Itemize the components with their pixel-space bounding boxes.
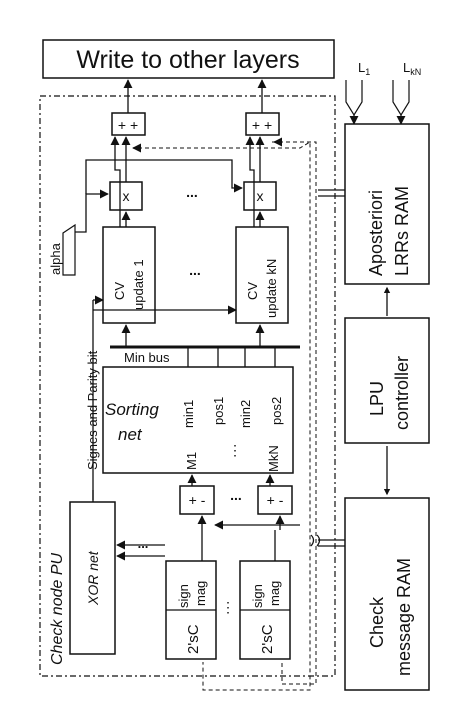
aposteriori-ram-box	[344, 123, 430, 285]
xor-net-box	[69, 501, 116, 655]
cv-update-kn-label: update kN	[264, 259, 279, 318]
subtractor-ellipsis: ...	[230, 487, 242, 503]
lpu-line-2: controller	[392, 356, 412, 430]
sorting-net-box	[102, 366, 294, 474]
multiplier-kn-label: x	[257, 188, 264, 204]
twos-kn-mag: mag	[267, 581, 282, 606]
sorting-ellipsis: ⋮	[228, 442, 242, 458]
check-node-pu-boundary	[39, 95, 336, 677]
l1-input: L1	[345, 60, 370, 125]
twos-ellipsis: ⋮	[221, 599, 235, 615]
adder-1-label: + +	[118, 117, 138, 133]
check-line-2: message RAM	[394, 558, 414, 676]
cv-update-kn-box	[235, 226, 289, 324]
sorting-mkn: MkN	[266, 445, 281, 472]
twos-kn-label: 2'sC	[259, 624, 276, 654]
xor-net-label: XOR net	[85, 550, 101, 606]
sorting-net-title-1: Sorting	[105, 400, 159, 419]
sorting-pos2: pos2	[269, 397, 284, 425]
lpu-line-1: LPU	[367, 381, 387, 416]
write-to-other-layers-box	[42, 39, 335, 79]
twos-1-sign: sign	[176, 584, 191, 608]
l1-label: L1	[358, 60, 370, 77]
twos-1-label: 2'sC	[185, 624, 202, 654]
sorting-min1: min1	[181, 400, 196, 428]
alpha-input: alpha	[48, 159, 243, 276]
sorting-net-title-2: net	[118, 425, 143, 444]
check-message-ram-box	[344, 497, 430, 691]
twos-kn-sign: sign	[250, 584, 265, 608]
cv-update-1-label: update 1	[131, 259, 146, 310]
sorting-m1: M1	[184, 452, 199, 470]
min-bus-label: Min bus	[124, 350, 170, 365]
multiplier-kn	[243, 181, 277, 211]
return-path-a	[138, 141, 311, 691]
check-line-1: Check	[367, 596, 387, 648]
aposteriori-line-1: Aposteriori	[366, 190, 386, 276]
multiplier-1	[109, 181, 143, 211]
sorting-pos1: pos1	[211, 397, 226, 425]
sorting-min2: min2	[238, 400, 253, 428]
subtractor-1-label: + -	[189, 492, 206, 508]
lkn-label: LkN	[403, 60, 421, 77]
write-to-other-layers-label: Write to other layers	[76, 46, 299, 74]
subtractor-kn	[257, 485, 293, 515]
subtractor-1	[179, 485, 215, 515]
xor-ellipsis: ...	[138, 536, 149, 551]
cv-ellipsis: ...	[189, 262, 201, 278]
return-path-b	[272, 141, 317, 685]
twos-1-mag: mag	[193, 581, 208, 606]
alpha-label: alpha	[48, 242, 63, 275]
cv-update-kn-cv: CV	[245, 282, 260, 300]
subtractor-kn-label: + -	[267, 492, 284, 508]
adder-kn-label: + +	[252, 117, 272, 133]
mult-ellipsis: ...	[186, 184, 198, 200]
lpu-controller-box	[344, 317, 430, 444]
aposteriori-line-2: LRRs RAM	[392, 186, 412, 276]
check-node-pu-title: Check node PU	[49, 552, 66, 665]
cv-update-1-box	[102, 226, 156, 324]
lkn-input: LkN	[392, 60, 421, 125]
multiplier-1-label: x	[123, 188, 130, 204]
cv-update-1-cv: CV	[112, 282, 127, 300]
